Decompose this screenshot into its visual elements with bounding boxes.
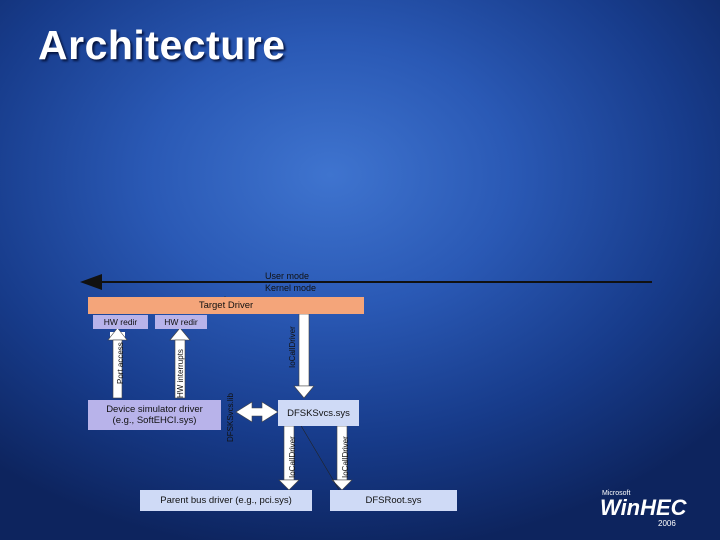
device-simulator-box[interactable]: Device simulator driver (e.g., SoftEHCI.… — [88, 400, 221, 430]
iocalldriver-left-label: IoCallDriver — [288, 436, 297, 478]
target-driver-box[interactable]: Target Driver — [88, 297, 364, 314]
port-access-arrow — [107, 327, 128, 399]
dfsksvcs-sys-box[interactable]: DFSKSvcs.sys — [278, 400, 359, 426]
device-simulator-line2: (e.g., SoftEHCI.sys) — [112, 415, 197, 426]
hw-redir-right-label: HW redir — [164, 317, 198, 327]
hw-redir-left-label: HW redir — [103, 317, 138, 327]
target-driver-label: Target Driver — [198, 300, 254, 311]
mode-boundary-arrow — [80, 274, 652, 290]
logo-microsoft: Microsoft — [602, 490, 631, 497]
parent-bus-box[interactable]: Parent bus driver (e.g., pci.sys) — [140, 490, 312, 511]
iocalldriver-left-arrow — [278, 425, 300, 491]
dfsroot-box[interactable]: DFSRoot.sys — [330, 490, 457, 511]
hw-interrupts-arrow — [169, 327, 191, 399]
hw-redir-left-box[interactable]: HW redir — [93, 315, 148, 329]
slide-title: Architecture — [38, 22, 286, 68]
iocalldriver-top-label: IoCallDriver — [288, 326, 297, 368]
iocalldriver-right-arrow — [331, 425, 353, 491]
iocalldriver-right-label: IoCallDriver — [341, 436, 350, 478]
port-access-label: Port access — [116, 342, 125, 384]
hw-interrupts-label: HW interrupts — [176, 349, 185, 398]
link-line — [299, 423, 346, 501]
kernel-mode-label: Kernel mode — [265, 283, 317, 293]
iocalldriver-top-arrow — [293, 313, 315, 399]
dfsroot-label: DFSRoot.sys — [365, 495, 422, 506]
parent-bus-label: Parent bus driver (e.g., pci.sys) — [160, 495, 292, 506]
dfsksvcs-lib-arrow — [235, 401, 279, 423]
dfsksvcs-sys-label: DFSKSvcs.sys — [287, 407, 350, 419]
logo-year: 2006 — [658, 519, 676, 528]
dfsksvcs-lib-label: DFSKSvcs.lib — [226, 393, 235, 442]
device-simulator-line1: Device simulator driver — [106, 404, 203, 415]
winhec-logo: Microsoft WinHEC 2006 — [600, 490, 687, 528]
logo-brand: WinHEC — [600, 495, 687, 520]
hw-redir-right-box[interactable]: HW redir — [155, 315, 207, 329]
user-mode-label: User mode — [265, 271, 310, 281]
